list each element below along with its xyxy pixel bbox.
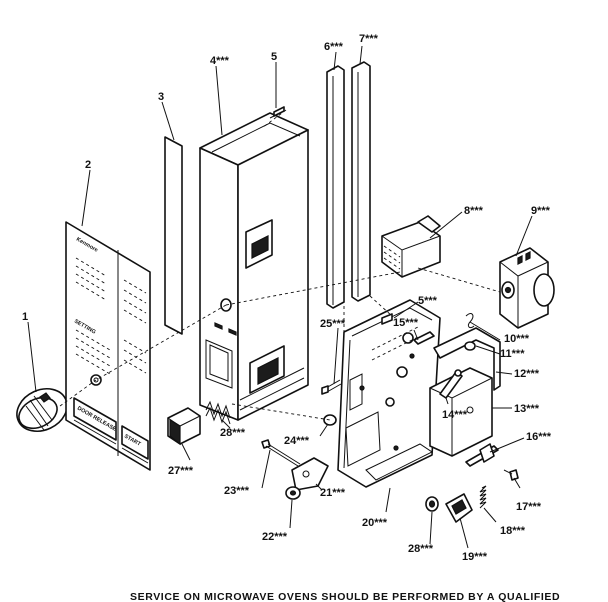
callout-13: 13*** — [514, 403, 540, 415]
right-rail-part — [351, 61, 371, 302]
panel-grille-dots — [75, 257, 147, 375]
trim-strip-part — [164, 136, 183, 335]
callout-1: 1 — [22, 311, 28, 323]
callout-15: 15*** — [393, 317, 419, 329]
callout-14: 14*** — [442, 409, 468, 421]
callout-9: 9*** — [531, 205, 551, 217]
callout-2: 2 — [85, 159, 91, 171]
chassis-plate-part — [337, 299, 441, 488]
callout-20: 20*** — [362, 517, 388, 529]
release-button-part — [167, 407, 201, 446]
assembly-lines — [59, 109, 501, 421]
control-knob-part — [16, 388, 68, 432]
callout-24: 24*** — [284, 435, 310, 447]
long-screw-part — [321, 379, 342, 395]
latch-block-part — [445, 493, 473, 523]
callouts: 1 2 3 4*** 5 6*** 7*** 8*** 9*** 5*** 10… — [22, 33, 552, 563]
spring-clip-part — [465, 313, 475, 329]
small-screw-part — [503, 469, 519, 481]
callout-18: 18*** — [500, 525, 526, 537]
callout-6: 6*** — [324, 41, 344, 53]
switch-block-part — [381, 215, 441, 278]
latch-arm-part — [439, 369, 463, 399]
callout-21: 21*** — [320, 487, 346, 499]
callout-11: 11*** — [500, 348, 525, 360]
timer-motor-part — [499, 247, 555, 329]
washer-part — [464, 341, 476, 351]
callout-12: 12*** — [514, 368, 540, 380]
callout-16: 16*** — [526, 431, 552, 443]
callout-8: 8*** — [464, 205, 484, 217]
callout-4: 4*** — [210, 55, 230, 67]
panel-nut-part — [323, 414, 337, 426]
callout-22: 22*** — [262, 531, 288, 543]
callout-5-top: 5 — [271, 51, 277, 63]
button-spring-part — [205, 400, 231, 425]
callout-17: 17*** — [516, 501, 542, 513]
chassis-screw-part — [381, 313, 393, 325]
callout-25: 25*** — [320, 318, 346, 330]
callout-5-lower: 5*** — [418, 295, 438, 307]
control-housing-part — [199, 112, 309, 421]
upper-bracket-part — [433, 327, 501, 391]
callout-23: 23*** — [224, 485, 250, 497]
callout-19: 19*** — [462, 551, 488, 563]
callout-28-upper: 28*** — [220, 427, 246, 439]
lower-grommet-part — [425, 496, 439, 512]
coil-spring-part — [479, 485, 487, 509]
bolt-part — [261, 439, 301, 467]
callout-3: 3 — [158, 91, 164, 103]
control-panel-part: Kenmore SETTING DOOR RELEASE START — [65, 221, 151, 471]
callout-10: 10*** — [504, 333, 530, 345]
service-notice: SERVICE ON MICROWAVE OVENS SHOULD BE PER… — [130, 591, 560, 602]
callout-27: 27*** — [168, 465, 194, 477]
interlock-arm-part — [465, 443, 499, 467]
callout-28-lower: 28*** — [408, 543, 434, 555]
left-rail-part — [326, 65, 345, 309]
latch-rod-part — [413, 331, 435, 345]
callout-7: 7*** — [359, 33, 379, 45]
hex-nut-part — [285, 486, 301, 500]
